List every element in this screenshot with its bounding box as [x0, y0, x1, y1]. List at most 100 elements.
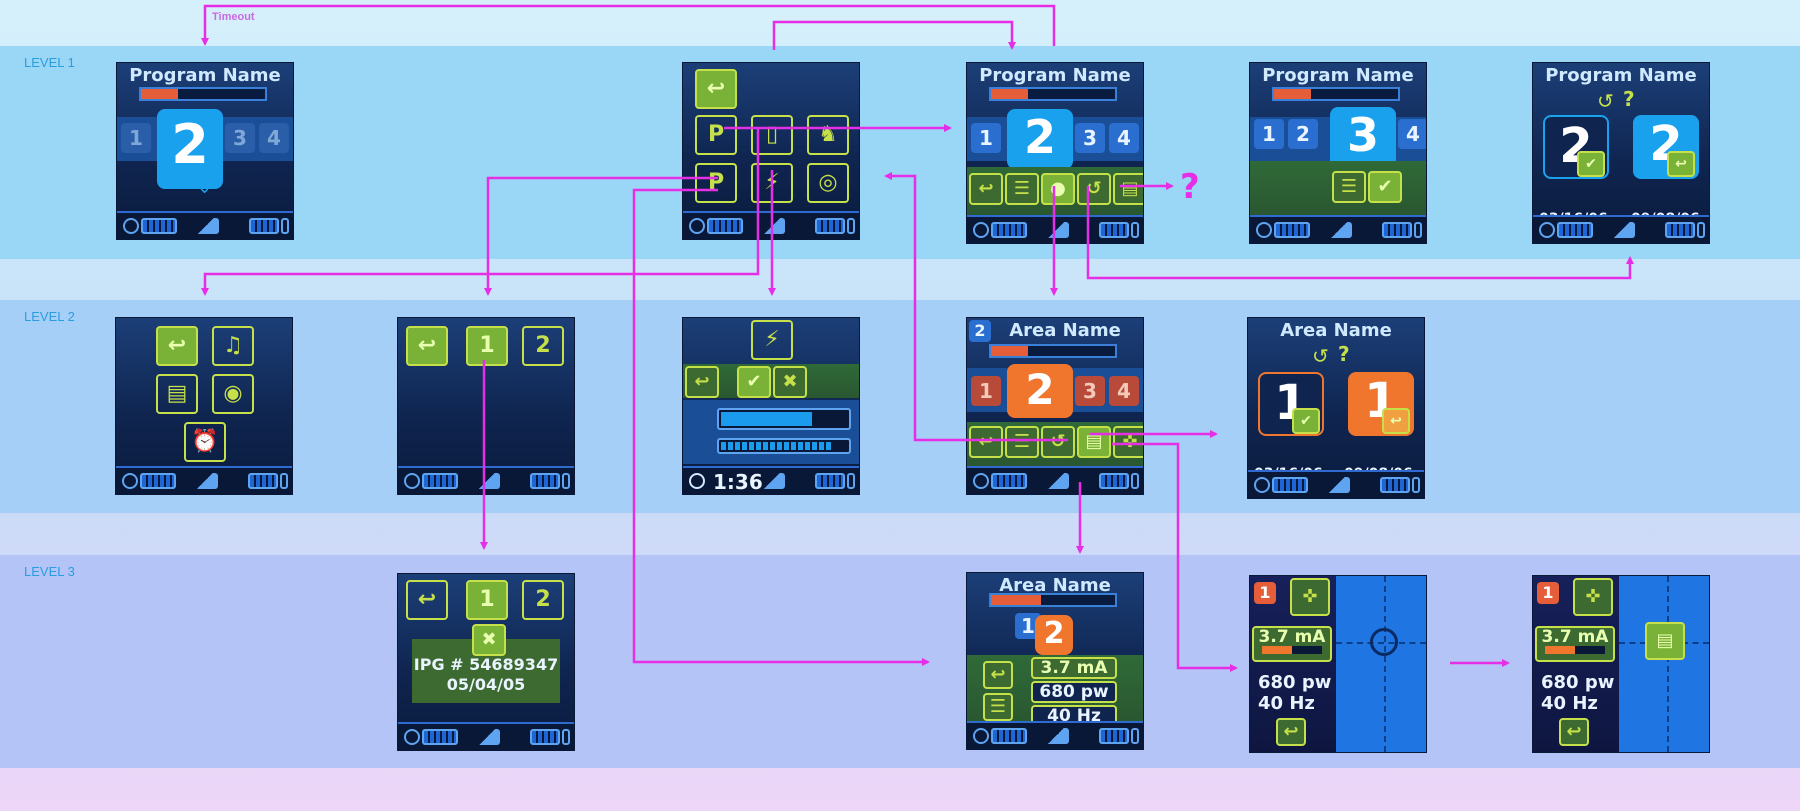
level-3-label: LEVEL 3: [24, 564, 75, 579]
amplitude-value[interactable]: 3.7 mA: [1535, 626, 1615, 662]
pulse-width-value[interactable]: 680 pw: [1031, 681, 1117, 703]
restore-program[interactable]: 2: [1633, 115, 1699, 179]
level-1-label: LEVEL 1: [24, 55, 75, 70]
back-icon[interactable]: ↩: [969, 426, 1003, 458]
pulse-width-text: 680 pw: [1258, 672, 1332, 693]
amplitude-value[interactable]: 3.7 mA: [1252, 626, 1332, 662]
program-num-selected[interactable]: 2: [157, 109, 223, 189]
device-2-tile[interactable]: 2: [522, 580, 564, 620]
history-icon: ↺: [1597, 89, 1614, 113]
status-bar: [398, 722, 574, 750]
arrow-menu-to-program: [772, 20, 1016, 50]
save-icon[interactable]: ▤: [1645, 622, 1685, 660]
program-title: Program Name: [1545, 65, 1697, 86]
info-icon[interactable]: ▤: [156, 374, 198, 414]
remove-icon[interactable]: ✖: [472, 624, 506, 656]
question-label: ?: [1338, 342, 1350, 366]
arrow-area-icon-to-params: [632, 188, 930, 666]
restore-icon[interactable]: ↩: [1667, 151, 1695, 177]
globe-icon[interactable]: ◉: [212, 374, 254, 414]
menu-icon[interactable]: ☰: [1005, 173, 1039, 205]
cancel-icon[interactable]: ✖: [773, 366, 807, 398]
program-num-selected[interactable]: 3: [1330, 107, 1396, 169]
screen-program-confirm: Program Name 1 2 3 4 ☰ ✔: [1249, 62, 1427, 244]
program-num[interactable]: 4: [259, 123, 289, 153]
status-bar: [398, 466, 574, 494]
area-num[interactable]: 1: [971, 376, 1001, 406]
area-badge: 1: [1537, 582, 1559, 604]
program-progress: [989, 87, 1117, 101]
amplitude-value[interactable]: 3.7 mA: [1031, 657, 1117, 679]
program-num[interactable]: 4: [1109, 123, 1139, 153]
device-2-tile[interactable]: 2: [522, 326, 564, 366]
area-progress: [989, 344, 1117, 358]
back-icon[interactable]: ↩: [406, 326, 448, 366]
save-icon[interactable]: ▤: [1113, 173, 1143, 205]
back-icon[interactable]: ↩: [685, 366, 719, 398]
confirm-icon[interactable]: ✔: [737, 366, 771, 398]
amplitude-level: [1262, 646, 1322, 654]
crosshair-icon[interactable]: [1370, 628, 1398, 656]
target-icon[interactable]: ✜: [1573, 578, 1613, 616]
device-1-tile[interactable]: 1: [466, 326, 508, 366]
screen-area: 2 Area Name 1 2 3 4 ↩ ☰ ↺ ▤ ✜: [966, 317, 1144, 495]
back-icon[interactable]: ↩: [983, 661, 1013, 689]
screen-device-select: ↩ 1 2: [397, 317, 575, 495]
confirm-icon[interactable]: ✔: [1368, 171, 1402, 203]
pulse-width-text: 680 pw: [1541, 672, 1615, 693]
area-num[interactable]: 3: [1075, 376, 1105, 406]
area-badge: 2: [969, 320, 991, 342]
screen-area-restore: Area Name ↺ ? 1 1 ✔ ↩ 03/16/0609/08/06: [1247, 317, 1425, 499]
timeout-arrow: [201, 4, 1056, 46]
confirm-icon[interactable]: ✔: [1292, 408, 1320, 434]
screen-area-params: Area Name 1 2 ↩ ☰ 3.7 mA 680 pw 40 Hz: [966, 572, 1144, 750]
program-num[interactable]: 1: [121, 123, 151, 153]
timer-text: 1:36: [713, 470, 763, 494]
program-num[interactable]: 2: [1288, 119, 1318, 149]
menu-icon[interactable]: ☰: [1332, 171, 1366, 203]
program-num[interactable]: 4: [1398, 119, 1426, 149]
confirm-icon[interactable]: ✔: [1577, 151, 1605, 177]
program-num[interactable]: 3: [1075, 123, 1105, 153]
back-icon[interactable]: ↩: [969, 173, 1003, 205]
music-icon[interactable]: ♫: [212, 326, 254, 366]
back-icon[interactable]: ↩: [156, 326, 198, 366]
status-bar: [967, 466, 1143, 494]
program-num[interactable]: 1: [1254, 119, 1284, 149]
question-label: ?: [1623, 87, 1635, 111]
arrow-remote-to-settings: [201, 128, 760, 296]
status-bar: [117, 211, 293, 239]
area-title: Area Name: [999, 575, 1111, 596]
menu-icon[interactable]: ☰: [983, 693, 1013, 721]
target-icon[interactable]: ✜: [1113, 426, 1143, 458]
back-icon[interactable]: ↩: [1276, 718, 1306, 746]
back-icon[interactable]: ↩: [1559, 718, 1589, 746]
status-bar: [1250, 215, 1426, 243]
target-icon[interactable]: ✜: [1290, 578, 1330, 616]
timeout-label: Timeout: [212, 11, 255, 23]
area-num[interactable]: 4: [1109, 376, 1139, 406]
status-bar: [1533, 215, 1709, 243]
target-icon[interactable]: ◎: [807, 163, 849, 203]
back-icon[interactable]: ↩: [406, 580, 448, 620]
screen-program-select: Program Name 1 2 3 4 ⌄: [116, 62, 294, 240]
program-num-selected[interactable]: 2: [1007, 109, 1073, 169]
program-title: Program Name: [979, 65, 1131, 86]
program-tile[interactable]: P: [695, 115, 737, 155]
program-num[interactable]: 3: [225, 123, 255, 153]
area-num-selected[interactable]: 2: [1007, 364, 1073, 418]
lightning-icon: ⚡: [751, 320, 793, 360]
history-icon[interactable]: ↺: [1041, 426, 1075, 458]
menu-icon[interactable]: ☰: [1005, 426, 1039, 458]
program-num[interactable]: 1: [971, 123, 1001, 153]
alarm-icon[interactable]: ⏰: [184, 422, 226, 462]
back-icon[interactable]: ↩: [695, 69, 737, 109]
device-1-tile[interactable]: 1: [466, 580, 508, 620]
params-icon[interactable]: ▤: [1077, 426, 1111, 458]
signal-level-bar: [717, 438, 851, 454]
question-label: ?: [1180, 167, 1200, 207]
amplitude-level: [1545, 646, 1605, 654]
restore-icon[interactable]: ↩: [1382, 408, 1410, 434]
history-icon[interactable]: ↺: [1077, 173, 1111, 205]
